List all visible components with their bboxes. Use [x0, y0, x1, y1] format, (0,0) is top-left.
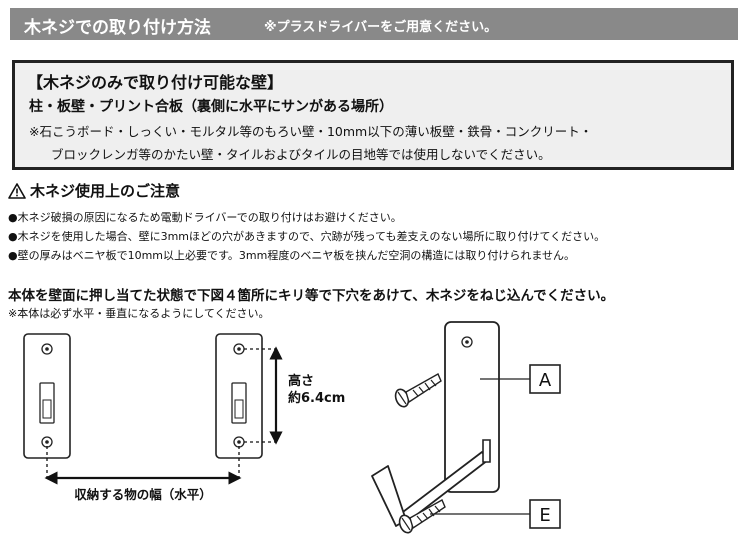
width-dimension — [44, 446, 242, 485]
install-note: ※本体は必ず水平・垂直になるようにしてください。 — [8, 307, 270, 320]
section-title: 木ネジでの取り付け方法 — [24, 18, 211, 38]
tool-note: ※プラスドライバーをご用意ください。 — [264, 20, 498, 35]
caution-item: ●木ネジ破損の原因になるため電動ドライバーでの取り付けはお避けください。 — [8, 211, 402, 224]
bracket-plate-right — [215, 333, 263, 459]
height-dimension — [244, 346, 283, 445]
warning-triangle-icon — [8, 182, 26, 199]
callout-a: A — [529, 364, 561, 394]
caution-item: ●壁の厚みはベニヤ板で10mm以上必要です。3mm程度のベニヤ板を挟んだ空洞の構… — [8, 249, 576, 262]
width-label: 収納する物の幅（水平） — [74, 487, 212, 502]
height-label-line-2: 約6.4cm — [288, 390, 345, 406]
wall-type-box: 【木ネジのみで取り付け可能な壁】 柱・板壁・プリント合板（裏側に水平にサンがある… — [12, 60, 734, 170]
caution-heading: 木ネジ使用上のご注意 — [8, 180, 180, 201]
bracket-plate-left — [23, 333, 71, 459]
install-instruction: 本体を壁面に押し当てた状態で下図４箇所にキリ等で下穴をあけて、木ネジをねじ込んで… — [8, 288, 615, 304]
wall-type-subtitle: 柱・板壁・プリント合板（裏側に水平にサンがある場所） — [29, 99, 393, 115]
installation-diagram: 高さ 約6.4cm 収納する物の幅（水平） — [23, 321, 561, 534]
screw-upper — [394, 373, 442, 408]
wall-type-note-line-2: ブロックレンガ等のかたい壁・タイルおよびタイルの目地等では使用しないでください。 — [51, 147, 551, 162]
wall-type-note-line-1: ※石こうボード・しっくい・モルタル等のもろい壁・10mm以下の薄い板壁・鉄骨・コ… — [29, 124, 593, 139]
caution-item: ●木ネジを使用した場合、壁に3mmほどの穴があきますので、穴跡が残っても差支えの… — [8, 230, 606, 243]
section-header: 木ネジでの取り付け方法 ※プラスドライバーをご用意ください。 — [10, 8, 738, 40]
callout-e: E — [529, 499, 561, 529]
caution-title: 木ネジ使用上のご注意 — [30, 182, 181, 200]
wall-type-title: 【木ネジのみで取り付け可能な壁】 — [27, 73, 284, 92]
callout-a-label: A — [539, 370, 552, 391]
height-label-line-1: 高さ — [288, 373, 314, 389]
callout-e-label: E — [539, 505, 550, 526]
screw-lower — [398, 499, 446, 534]
caution-list: ●木ネジ破損の原因になるため電動ドライバーでの取り付けはお避けください。 ●木ネ… — [8, 208, 605, 265]
hook-assembly — [371, 321, 530, 534]
